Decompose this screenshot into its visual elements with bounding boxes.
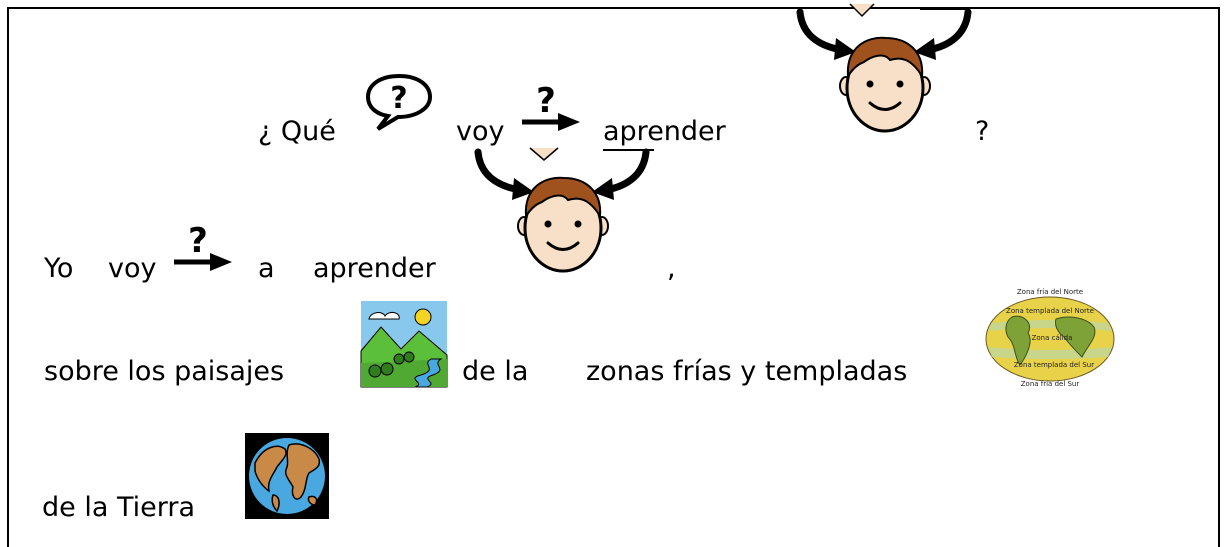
landscape-icon <box>360 301 448 388</box>
comma: , <box>667 253 676 284</box>
phrase-de-la: de la <box>462 356 529 387</box>
speech-bubble-question-icon: ? <box>364 72 434 132</box>
svg-text:Zona fría del Norte: Zona fría del Norte <box>1017 288 1083 296</box>
word-aprender: aprender <box>603 116 726 147</box>
page-frame <box>7 7 1220 547</box>
svg-text:Zona templada del Norte: Zona templada del Norte <box>1006 307 1094 315</box>
svg-text:Zona fría del Sur: Zona fría del Sur <box>1021 380 1080 388</box>
word-voy-2: voy <box>108 253 157 284</box>
svg-text:?: ? <box>188 221 208 261</box>
svg-text:Zona templada del Sur: Zona templada del Sur <box>1014 361 1094 369</box>
word-aprender-2: aprender <box>313 253 436 284</box>
phrase-de-la-tierra: de la Tierra <box>42 492 196 523</box>
svg-text:?: ? <box>390 81 407 116</box>
underline-mark <box>603 149 654 151</box>
phrase-sobre-los-paisajes: sobre los paisajes <box>44 356 285 387</box>
earth-globe-icon <box>245 433 329 519</box>
svg-text:?: ? <box>536 81 556 121</box>
phrase-zonas-frias-templadas: zonas frías y templadas <box>586 356 908 387</box>
closing-question-mark: ? <box>975 116 990 147</box>
hand-fragment <box>528 146 560 162</box>
word-voy: voy <box>456 116 505 147</box>
learn-boy-icon <box>790 3 980 140</box>
climate-zones-globe-icon: Zona fría del Norte Zona templada del No… <box>982 287 1118 388</box>
word-yo: Yo <box>44 253 74 284</box>
future-arrow-icon: ? <box>520 80 582 132</box>
svg-text:Zona cálida: Zona cálida <box>1032 334 1073 342</box>
question-word-que: ¿ Qué <box>258 116 336 147</box>
word-a: a <box>258 253 275 284</box>
learn-boy-icon-2 <box>468 144 658 280</box>
future-arrow-icon-2: ? <box>172 220 234 272</box>
